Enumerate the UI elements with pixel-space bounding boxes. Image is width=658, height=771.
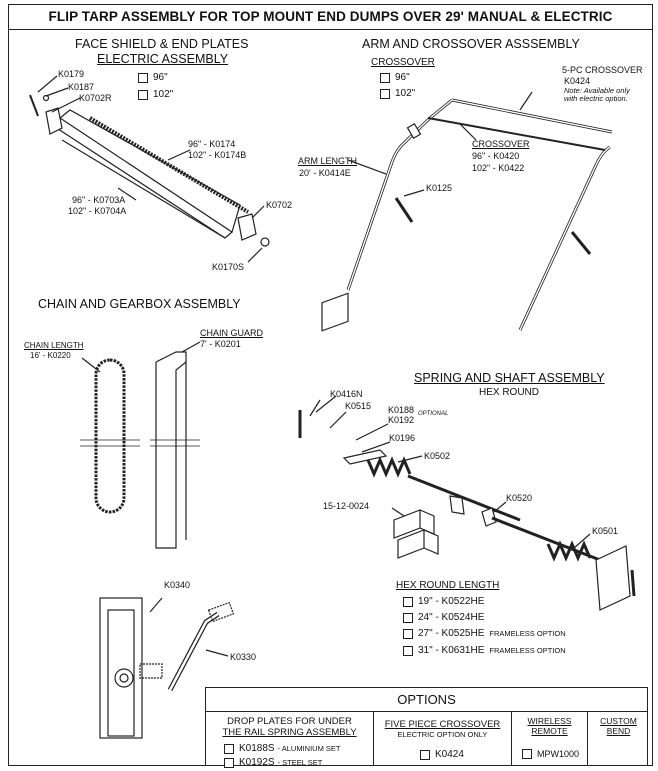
five-pc-note-2: with electric option. (564, 94, 628, 103)
checkbox-102[interactable] (138, 89, 148, 100)
part-label-k0416n: K0416N (330, 389, 363, 399)
options-title: OPTIONS (206, 688, 647, 712)
hex-length-option[interactable]: 19" - K0522HE (403, 596, 484, 607)
drop-plates-header: DROP PLATES FOR UNDER THE RAIL SPRING AS… (222, 716, 357, 738)
part-label-k0330: K0330 (230, 652, 257, 662)
chain-length-title: CHAIN LENGTH (24, 341, 84, 350)
part-label-k0170s: K0170S (212, 262, 245, 272)
part-label-k0520: K0520 (506, 493, 533, 503)
frameless-note: FRAMELESS OPTION (489, 646, 566, 655)
crossover-title: CROSSOVER (472, 139, 530, 149)
part-label-k0704a: 102" - K0704A (68, 206, 127, 216)
checkbox[interactable] (403, 596, 413, 607)
wireless-remote-column: WIRELESS REMOTE MPW1000 (512, 712, 588, 765)
part-label-k0702: K0702 (266, 200, 293, 210)
arm-length-title: ARM LENGTH (298, 156, 358, 166)
face-shield-option-96[interactable]: 96" (138, 72, 168, 83)
part-label-k0196: K0196 (389, 433, 416, 443)
electric-assembly-heading: ELECTRIC ASSEMBLY (97, 52, 229, 66)
spring-shaft-drawing (298, 292, 636, 611)
hex-length-title: HEX ROUND LENGTH (396, 580, 500, 591)
crossover-96: 96" - K0420 (472, 151, 520, 161)
optional-note: OPTIONAL (418, 411, 449, 417)
five-pc-crossover-part: K0424 (564, 76, 591, 86)
five-pc-note-1: Note: Available only (564, 86, 630, 95)
chain-guard-value: 7' - K0201 (200, 339, 241, 349)
frameless-note: FRAMELESS OPTION (489, 629, 566, 638)
five-pc-crossover-title: 5-PC CROSSOVER (562, 65, 643, 75)
part-label-k0702r: K0702R (79, 93, 112, 103)
face-shield-option-102[interactable]: 102" (138, 89, 173, 100)
page-title: FLIP TARP ASSEMBLY FOR TOP MOUNT END DUM… (8, 4, 653, 30)
five-piece-column: FIVE PIECE CROSSOVER ELECTRIC OPTION ONL… (374, 712, 512, 765)
part-label-k0501: K0501 (592, 526, 619, 536)
options-table: OPTIONS DROP PLATES FOR UNDER THE RAIL S… (205, 687, 649, 768)
checkbox-96[interactable] (138, 72, 148, 83)
checkbox[interactable] (403, 645, 413, 656)
drop-plate-option[interactable]: K0188S- ALUMINIUM SET (224, 743, 341, 754)
crossover-label: CROSSOVER (371, 57, 435, 68)
drop-plate-option[interactable]: K0192S- STEEL SET (224, 757, 322, 768)
arm-option-96[interactable]: 96" (380, 72, 410, 83)
part-label-k0340: K0340 (164, 580, 191, 590)
part-label-k0502: K0502 (424, 451, 451, 461)
gearbox-drawing (99, 597, 235, 739)
part-label-k0515: K0515 (345, 401, 372, 411)
custom-bend-header: CUSTOM BEND (600, 716, 637, 736)
arm-option-102[interactable]: 102" (380, 88, 415, 99)
part-label-15-12-0024: 15-12-0024 (323, 501, 370, 511)
five-piece-option[interactable]: K0424 (420, 749, 464, 760)
hex-length-option[interactable]: 24" - K0524HE (403, 612, 484, 623)
checkbox[interactable] (522, 749, 532, 759)
checkbox[interactable] (420, 749, 430, 760)
part-label-k0703a: 96" - K0703A (72, 195, 126, 205)
drop-plates-column: DROP PLATES FOR UNDER THE RAIL SPRING AS… (206, 712, 374, 768)
arm-crossover-heading: ARM AND CROSSOVER ASSSEMBLY (362, 37, 580, 51)
part-label-k0187: K0187 (68, 82, 95, 92)
arm-crossover-drawing (346, 98, 613, 331)
wireless-remote-option[interactable]: MPW1000 (522, 749, 579, 759)
arm-length-value: 20' - K0414E (299, 168, 351, 178)
part-label-k0174b: 102" - K0174B (188, 150, 247, 160)
checkbox[interactable] (403, 612, 413, 623)
chain-length-value: 16' - K0220 (30, 351, 71, 360)
checkbox-102[interactable] (380, 88, 390, 99)
wireless-remote-header: WIRELESS REMOTE (527, 716, 572, 736)
chain-drawing (80, 357, 140, 514)
part-label-k0125: K0125 (426, 183, 453, 193)
checkbox[interactable] (224, 757, 234, 768)
part-label-k0179: K0179 (58, 69, 85, 79)
checkbox[interactable] (403, 628, 413, 639)
spring-shaft-heading: SPRING AND SHAFT ASSEMBLY (414, 371, 605, 385)
part-label-k0188: K0188 (388, 405, 415, 415)
crossover-102: 102" - K0422 (472, 163, 525, 173)
custom-bend-column: CUSTOM BEND (588, 712, 649, 765)
part-label-k0192: K0192 (388, 415, 415, 425)
checkbox-96[interactable] (380, 72, 390, 83)
chain-guard-drawing (150, 341, 201, 549)
five-piece-header: FIVE PIECE CROSSOVER ELECTRIC OPTION ONL… (384, 719, 501, 739)
chain-guard-title: CHAIN GUARD (200, 328, 264, 338)
face-shield-heading: FACE SHIELD & END PLATES (75, 37, 249, 51)
part-label-k0174: 96" - K0174 (188, 139, 236, 149)
checkbox[interactable] (224, 743, 234, 754)
hex-round-subheading: HEX ROUND (479, 387, 540, 398)
chain-gearbox-heading: CHAIN AND GEARBOX ASSEMBLY (38, 297, 241, 311)
face-shield-drawing (29, 94, 270, 247)
